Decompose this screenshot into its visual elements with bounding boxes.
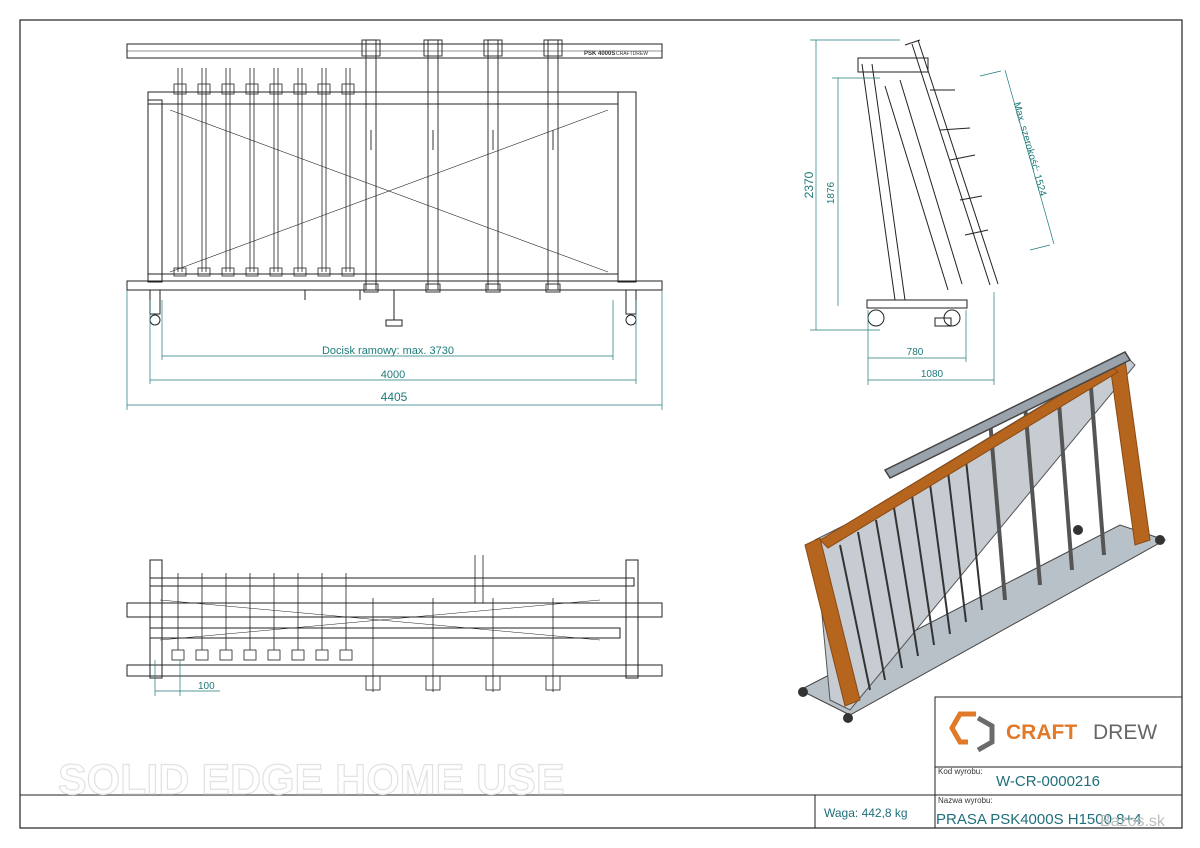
name-label: Nazwa wyrobu:	[938, 796, 993, 805]
top-clamp-6	[291, 573, 305, 661]
top-post-1	[365, 598, 381, 692]
top-post-2	[425, 598, 441, 692]
brand-name-part-b: DREW	[1093, 721, 1157, 744]
dim-press-stroke: Docisk ramowy: max. 3730	[322, 345, 454, 357]
beam-plate-brand: CRAFTDREW	[616, 51, 648, 57]
dim-side-max-width: Max. szerokość: 1524	[1011, 101, 1049, 198]
top-clamp-1	[171, 573, 185, 661]
brand-name-part-a: CRAFT	[1006, 721, 1077, 744]
sheet-border	[19, 19, 1183, 829]
dim-top-spacing: 100	[198, 681, 215, 692]
dim-side-base-total: 1080	[921, 369, 944, 380]
top-clamp-4	[243, 573, 257, 661]
clamp-2	[197, 68, 211, 277]
top-dimension-100	[154, 660, 220, 696]
code-label: Kod wyrobu:	[938, 767, 982, 776]
software-watermark: SOLID EDGE HOME USE	[58, 756, 565, 804]
front-frame-posts	[361, 39, 563, 293]
code-value: W-CR-0000216	[996, 773, 1100, 790]
dim-side-height-frame: 1876	[826, 181, 837, 204]
clamp-5	[269, 68, 283, 277]
brand-logo-icon	[949, 711, 995, 753]
front-view	[126, 43, 663, 327]
weight-value: Waga: 442,8 kg	[824, 806, 908, 820]
front-dimensions	[126, 290, 663, 410]
top-clamp-2	[195, 573, 209, 661]
top-post-4	[545, 598, 561, 692]
top-post-3	[485, 598, 501, 692]
clamp-8	[341, 68, 355, 277]
clamp-4	[245, 68, 259, 277]
top-clamp-5	[267, 573, 281, 661]
post-2	[423, 39, 443, 293]
side-view	[857, 39, 999, 327]
dim-total-width: 4405	[381, 390, 408, 404]
post-1	[361, 39, 381, 293]
post-3	[483, 39, 503, 293]
side-dimensions	[810, 39, 1055, 385]
site-watermark: Bazos.sk	[1100, 813, 1166, 830]
front-clamp-group-left	[173, 68, 355, 277]
clamp-3	[221, 68, 235, 277]
top-clamp-8	[339, 573, 353, 661]
name-value: PRASA PSK4000S H1500 8+4	[936, 811, 1142, 828]
top-clamp-group	[171, 555, 561, 692]
dim-side-base-inner: 780	[907, 347, 924, 358]
title-block	[814, 696, 1183, 829]
beam-plate-label: PSK 4000S	[584, 51, 615, 57]
dim-inner-width: 4000	[381, 369, 405, 381]
isometric-view	[798, 351, 1167, 723]
top-clamp-7	[315, 573, 329, 661]
clamp-1	[173, 68, 187, 277]
top-view	[126, 559, 663, 679]
clamp-6	[293, 68, 307, 277]
clamp-7	[317, 68, 331, 277]
top-clamp-3	[219, 573, 233, 661]
dim-side-height-total: 2370	[802, 171, 816, 198]
post-4	[543, 39, 563, 293]
